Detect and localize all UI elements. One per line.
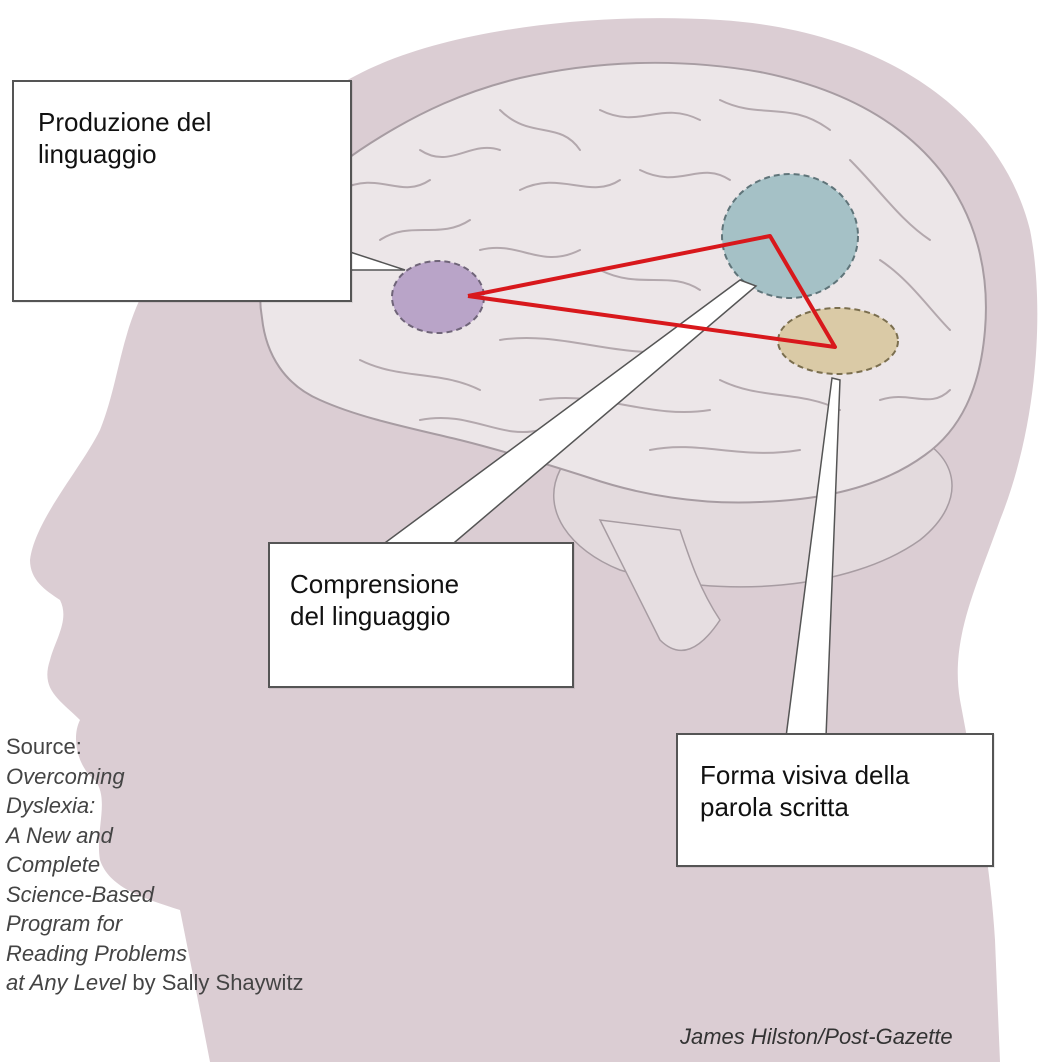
production-label-line-1: Produzione del bbox=[38, 106, 330, 138]
visual-word-form-label-box: Forma visiva della parola scritta bbox=[676, 733, 994, 867]
production-label-box: Produzione del linguaggio bbox=[12, 80, 352, 302]
source-title-line: Dyslexia: bbox=[6, 791, 304, 821]
source-author: by Sally Shaywitz bbox=[126, 970, 303, 995]
source-title-line: Program for bbox=[6, 909, 304, 939]
illustration-credit: James Hilston/Post-Gazette bbox=[680, 1024, 953, 1050]
comprehension-region bbox=[722, 174, 858, 298]
source-citation: Source: Overcoming Dyslexia: A New and C… bbox=[6, 732, 304, 998]
source-title-line: Science-Based bbox=[6, 880, 304, 910]
visual-label-line-2: parola scritta bbox=[700, 791, 972, 823]
source-title-line: Complete bbox=[6, 850, 304, 880]
source-last-line: at Any Level by Sally Shaywitz bbox=[6, 968, 304, 998]
source-heading: Source: bbox=[6, 732, 304, 762]
source-title-line: Reading Problems bbox=[6, 939, 304, 969]
source-title-line: A New and bbox=[6, 821, 304, 851]
comprehension-label-box: Comprensione del linguaggio bbox=[268, 542, 574, 688]
visual-label-line-1: Forma visiva della bbox=[700, 759, 972, 791]
source-title-end: at Any Level bbox=[6, 970, 126, 995]
production-label-line-2: linguaggio bbox=[38, 138, 330, 170]
comprehension-label-line-2: del linguaggio bbox=[290, 600, 552, 632]
comprehension-label-line-1: Comprensione bbox=[290, 568, 552, 600]
source-title-line: Overcoming bbox=[6, 762, 304, 792]
